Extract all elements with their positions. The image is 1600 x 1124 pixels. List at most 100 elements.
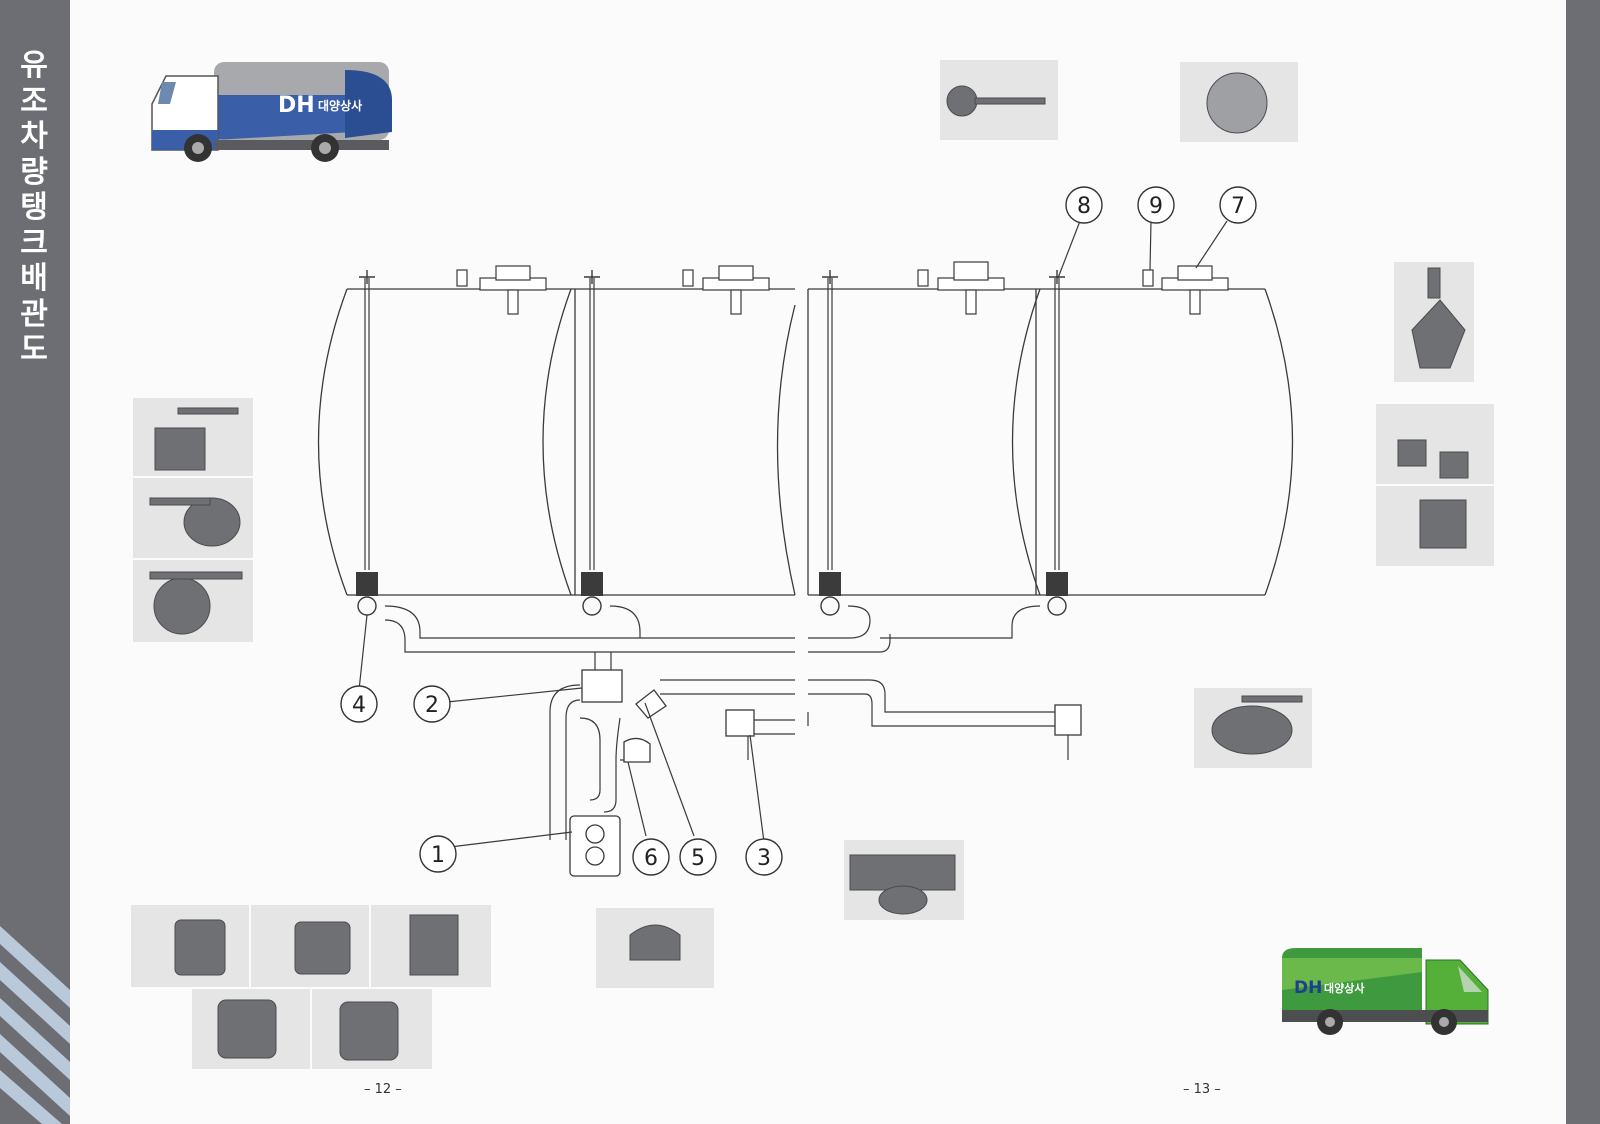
photo-vent-valves — [1376, 404, 1494, 484]
leader-8 — [1057, 220, 1081, 279]
callout-circle — [1065, 186, 1103, 224]
callout-label: 3 — [757, 846, 771, 871]
ball-valve-handle-icon — [177, 407, 239, 415]
title-char: 차 — [20, 119, 48, 154]
callout-circle — [413, 685, 451, 723]
valve-flange-icon — [1047, 596, 1067, 616]
leader-3 — [749, 734, 765, 843]
discharge-pipe — [660, 679, 795, 695]
callout-8: 8 — [1065, 186, 1103, 224]
y-strainer-icon — [849, 854, 956, 891]
callout-circle — [1137, 186, 1175, 224]
ball-valve-body-icon — [154, 427, 206, 471]
title-char: 크 — [20, 225, 48, 261]
callout-9: 9 — [1137, 186, 1175, 224]
callout-circle — [745, 838, 783, 876]
bottom-valve-icon — [1411, 299, 1466, 369]
callout-label: 6 — [644, 846, 658, 871]
rod-icon — [974, 97, 1046, 105]
callout-label: 1 — [431, 843, 445, 868]
handwheel-icon — [946, 85, 978, 117]
pump-icon — [294, 921, 351, 975]
tank-divider-head — [542, 288, 572, 596]
vent-icon — [917, 269, 929, 287]
vent-icon — [456, 269, 468, 287]
pump-icon — [217, 999, 277, 1059]
leader-9 — [1149, 220, 1152, 271]
valve-flange-icon — [582, 596, 602, 616]
relief-valve-icon — [629, 924, 681, 961]
three-way-valve-symbol — [581, 669, 623, 703]
callout-label: 5 — [691, 846, 705, 871]
truck-top-illustration: DH 대양상사 — [151, 62, 392, 162]
pump-icon — [409, 914, 459, 976]
discharge-pipe — [808, 679, 1055, 713]
leader-7 — [1195, 220, 1228, 269]
manhole-cover-icon — [1206, 72, 1268, 134]
flanged-valve-icon — [183, 497, 241, 547]
callout-label: 2 — [425, 693, 439, 718]
tank-right-edge — [776, 304, 796, 596]
foot-valve-icon — [819, 572, 841, 596]
callout-circle — [679, 838, 717, 876]
strainer-symbol — [635, 689, 667, 719]
title-char: 유 — [20, 48, 48, 83]
flange-ball-valve-icon — [1211, 705, 1293, 755]
svg-text:대양상사: 대양상사 — [1324, 981, 1365, 995]
valve-flange-icon — [820, 596, 840, 616]
three-way-valve-handle-icon — [149, 571, 243, 580]
flanged-valve-handle-icon — [149, 497, 211, 506]
title-char: 관 — [20, 296, 48, 332]
relief-valve-symbol — [623, 737, 651, 763]
tank-divider-head — [1011, 288, 1041, 596]
leader-2 — [446, 687, 583, 703]
callout-7: 7 — [1219, 186, 1257, 224]
valve-flange-icon — [357, 596, 377, 616]
foot-valve-icon — [1046, 572, 1068, 596]
vent-icon — [682, 269, 694, 287]
vent-icon — [1142, 269, 1154, 287]
tank-right-head — [1264, 288, 1294, 596]
foot-valve-icon — [581, 572, 603, 596]
pump-icon — [174, 919, 226, 976]
callout-1: 1 — [419, 835, 457, 873]
title-char: 량 — [20, 154, 48, 190]
callout-label: 4 — [352, 693, 366, 718]
title-char: 도 — [20, 332, 48, 367]
vent-valve-icon — [1439, 451, 1469, 479]
page-number-left: – 12 – — [364, 1082, 402, 1097]
callout-circle — [1219, 186, 1257, 224]
leader-5 — [644, 702, 695, 837]
callout-5: 5 — [679, 838, 717, 876]
svg-text:대양상사: 대양상사 — [318, 98, 362, 113]
foot-valve-icon — [356, 572, 378, 596]
outlet-valve-symbol — [1054, 704, 1082, 736]
pump-symbol — [569, 815, 621, 877]
callout-circle — [632, 838, 670, 876]
callout-6: 6 — [632, 838, 670, 876]
leader-4 — [358, 614, 368, 691]
suction-pipe — [549, 684, 581, 840]
callout-3: 3 — [745, 838, 783, 876]
pump-icon — [339, 1001, 399, 1061]
title-char: 배 — [20, 261, 48, 296]
callout-label: 8 — [1077, 194, 1091, 219]
vent-valve-icon — [1397, 439, 1427, 467]
leader-1 — [441, 831, 573, 849]
three-way-valve-icon — [153, 577, 211, 635]
title-char: 탱 — [20, 190, 48, 225]
bottom-valve-stem-icon — [1427, 267, 1441, 299]
svg-text:DH: DH — [1294, 978, 1322, 998]
callout-circle — [340, 685, 378, 723]
callout-circle — [419, 835, 457, 873]
y-strainer-bowl-icon — [878, 885, 928, 915]
flange-ball-valve-handle-icon — [1241, 695, 1303, 703]
emergency-valve-icon — [1419, 499, 1467, 549]
right-side-bar — [1566, 0, 1600, 1124]
leader-6 — [627, 761, 647, 837]
valve-3-symbol — [725, 709, 755, 737]
callout-2: 2 — [413, 685, 451, 723]
